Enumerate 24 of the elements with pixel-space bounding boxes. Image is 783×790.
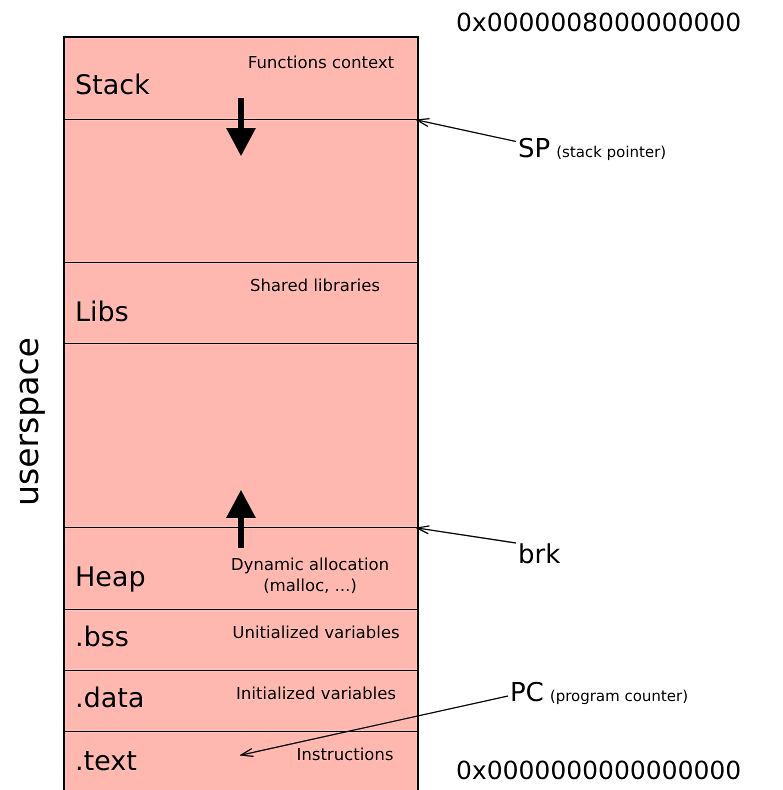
segment-name: Stack xyxy=(75,70,150,101)
segment-description: Initialized variables xyxy=(235,683,397,704)
pointer-description: (stack pointer) xyxy=(556,143,666,161)
memory-column xyxy=(63,36,419,790)
segment-name: .text xyxy=(75,746,137,777)
segment-description: Functions context xyxy=(246,52,396,74)
leader-arrow xyxy=(416,118,516,142)
segment-description: Unitialized variables xyxy=(231,622,401,644)
leader-arrow xyxy=(240,695,508,758)
address-label: 0x0000000000000000 xyxy=(456,756,742,785)
address-label: 0x0000008000000000 xyxy=(456,8,742,37)
segment-description: Dynamic allocation (malloc, ...) xyxy=(230,554,390,597)
segment-description: Instructions xyxy=(296,744,394,766)
region-label: userspace xyxy=(6,337,46,506)
leader-arrow xyxy=(416,525,516,544)
pointer-name: PC xyxy=(510,678,544,708)
segment-name: Libs xyxy=(75,297,129,328)
pointer-description: (program counter) xyxy=(550,687,688,705)
segment-name: .bss xyxy=(75,622,129,653)
segment-name: .data xyxy=(75,683,144,714)
pointer-name: brk xyxy=(518,540,560,570)
pointer-name: SP xyxy=(518,134,550,164)
segment-name: Heap xyxy=(75,562,146,593)
segment-description: Shared libraries xyxy=(249,275,381,296)
